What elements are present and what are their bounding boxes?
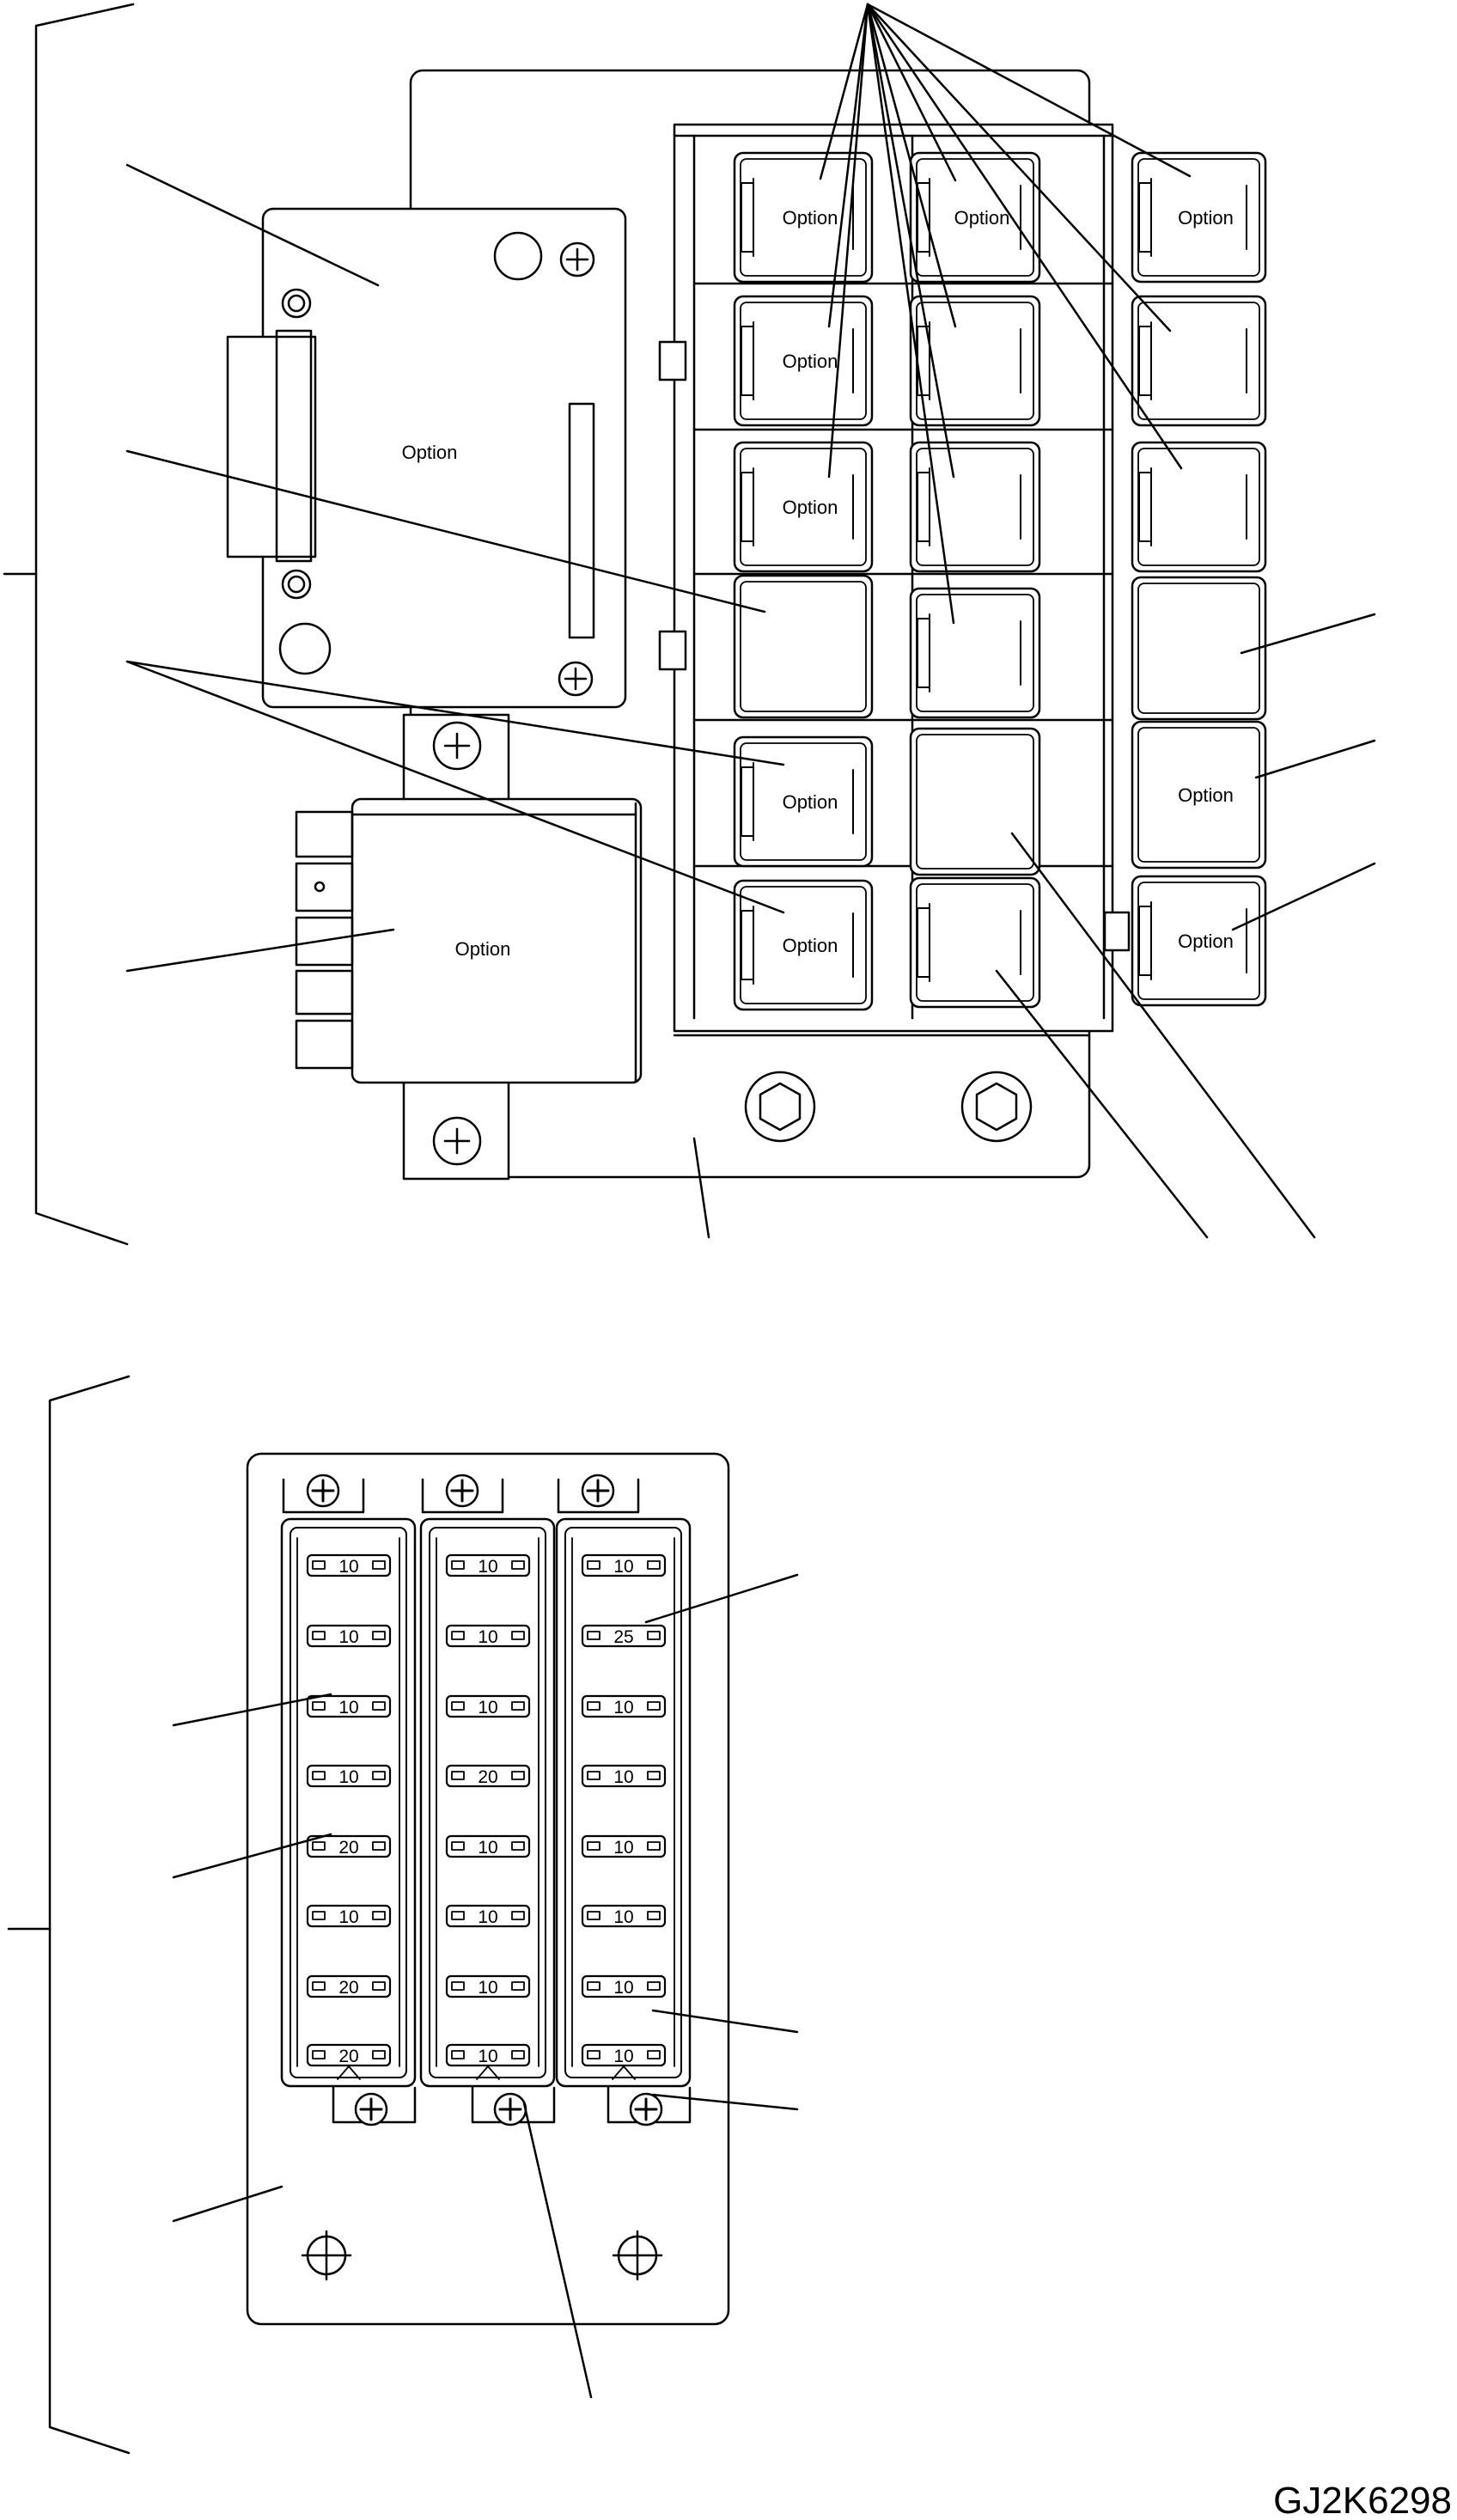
fuse-2-3 xyxy=(445,1694,531,1718)
fuse-rating-2-2: 10 xyxy=(478,1627,497,1647)
relay-col2-4 xyxy=(909,587,1041,719)
relay-label-col3-6: Option xyxy=(1178,931,1234,952)
fuse-holder-1 xyxy=(280,1474,417,2126)
fuse-rating-3-2: 25 xyxy=(613,1627,633,1647)
relay-col3-5 xyxy=(1131,720,1267,869)
fuse-rating-3-1: 10 xyxy=(613,1557,633,1577)
fuse-3-8 xyxy=(581,2043,667,2067)
fuse-3-6 xyxy=(581,1904,667,1928)
fuse-holder-2 xyxy=(419,1474,556,2126)
fuse-2-7 xyxy=(445,1974,531,1998)
relay-col2-1 xyxy=(909,151,1041,284)
relay-label-col1-5: Option xyxy=(783,791,838,813)
relay-col1-4 xyxy=(733,574,874,719)
fuse-2-2 xyxy=(445,1624,531,1648)
fuse-3-3 xyxy=(581,1694,667,1718)
fuse-rating-2-4: 20 xyxy=(478,1767,497,1787)
buzzer-label: Option xyxy=(455,938,511,960)
fuse-1-2 xyxy=(306,1624,392,1648)
fuse-2-1 xyxy=(445,1553,531,1577)
fuse-rating-1-1: 10 xyxy=(338,1557,358,1577)
fuse-1-5 xyxy=(306,1834,392,1858)
fuse-1-6 xyxy=(306,1904,392,1928)
relay-col1-3 xyxy=(733,441,874,573)
relay-col2-3 xyxy=(909,441,1041,573)
fuse-rating-1-3: 10 xyxy=(338,1698,358,1718)
fuse-rating-3-6: 10 xyxy=(613,1907,633,1927)
fuse-rating-1-8: 20 xyxy=(338,2047,358,2066)
fuse-rating-3-7: 10 xyxy=(613,1978,633,1998)
fuse-rating-2-3: 10 xyxy=(478,1698,497,1718)
fuse-rating-3-4: 10 xyxy=(613,1767,633,1787)
row-dividers xyxy=(692,282,1114,868)
fuse-rating-3-3: 10 xyxy=(613,1698,633,1718)
fuse-2-4 xyxy=(445,1764,531,1788)
fuse-2-6 xyxy=(445,1904,531,1928)
bottom-group-bracket xyxy=(7,1375,131,2455)
fuse-rating-2-7: 10 xyxy=(478,1978,497,1998)
fuse-rating-1-5: 20 xyxy=(338,1838,358,1858)
fuse-rating-1-2: 10 xyxy=(338,1627,358,1647)
relay-col1-6 xyxy=(733,879,874,1011)
fuse-box-plate xyxy=(246,1452,730,2326)
relay-col2-6 xyxy=(909,876,1041,1009)
relay-col2-5 xyxy=(909,727,1041,876)
leader-lines-top xyxy=(125,3,1376,1239)
relay-label-col3-5: Option xyxy=(1178,784,1234,806)
controller-unit xyxy=(226,207,627,709)
drawing-code: GJ2K6298 xyxy=(1273,2480,1452,2520)
fuse-1-4 xyxy=(306,1764,392,1788)
fuse-1-1 xyxy=(306,1553,392,1577)
relay-col3-6 xyxy=(1131,875,1267,1007)
fuse-holders xyxy=(280,1474,692,2126)
fuse-rating-2-5: 10 xyxy=(478,1838,497,1858)
fuse-rating-1-7: 20 xyxy=(338,1978,358,1998)
fuse-rating-1-6: 10 xyxy=(338,1907,358,1927)
fuse-rating-2-8: 10 xyxy=(478,2047,497,2066)
relay-col3-1 xyxy=(1131,151,1267,284)
controller-label: Option xyxy=(402,442,458,463)
relay-label-col2-1: Option xyxy=(954,207,1010,229)
relay-label-col1-1: Option xyxy=(783,207,838,229)
fuse-rating-2-6: 10 xyxy=(478,1907,497,1927)
fuse-1-3 xyxy=(306,1694,392,1718)
fuse-labels: 10 10 10 10 20 10 20 20 10 10 10 20 10 10 10 10 10 25 10 10… xyxy=(338,1557,633,2066)
relay-col3-3 xyxy=(1131,441,1267,573)
relay-label-col1-6: Option xyxy=(783,935,838,956)
fuse-3-1 xyxy=(581,1553,667,1577)
relay-col3-4 xyxy=(1131,576,1267,721)
relay-label-col1-2: Option xyxy=(783,351,838,372)
relay-col1-5 xyxy=(733,735,874,868)
fuse-3-2 xyxy=(581,1624,667,1648)
fuse-2-8 xyxy=(445,2043,531,2067)
fuse-rating-3-8: 10 xyxy=(613,2047,633,2066)
bottom-bolt-right xyxy=(960,1071,1033,1143)
fuse-rating-2-1: 10 xyxy=(478,1557,497,1577)
fuse-1-7 xyxy=(306,1974,392,1998)
relay-label-col3-1: Option xyxy=(1178,207,1234,229)
fuse-rating-3-5: 10 xyxy=(613,1838,633,1858)
relay-col1-2 xyxy=(733,295,874,427)
bottom-bolt-left xyxy=(744,1071,816,1143)
fuse-array xyxy=(306,1553,667,2067)
top-group-bracket xyxy=(3,3,135,1246)
fuse-1-8 xyxy=(306,2043,392,2067)
buzzer-unit xyxy=(295,713,643,1181)
fuse-3-5 xyxy=(581,1834,667,1858)
mount-nuts xyxy=(658,340,1131,952)
relay-label-col1-3: Option xyxy=(783,497,838,518)
fuse-2-5 xyxy=(445,1834,531,1858)
fuse-holder-3 xyxy=(555,1474,692,2126)
fuse-3-7 xyxy=(581,1974,667,1998)
relay-col3-2 xyxy=(1131,295,1267,427)
fuse-3-4 xyxy=(581,1764,667,1788)
fuse-rating-1-4: 10 xyxy=(338,1767,358,1787)
leader-lines-bottom xyxy=(172,1573,799,2399)
relay-col2-2 xyxy=(909,295,1041,427)
